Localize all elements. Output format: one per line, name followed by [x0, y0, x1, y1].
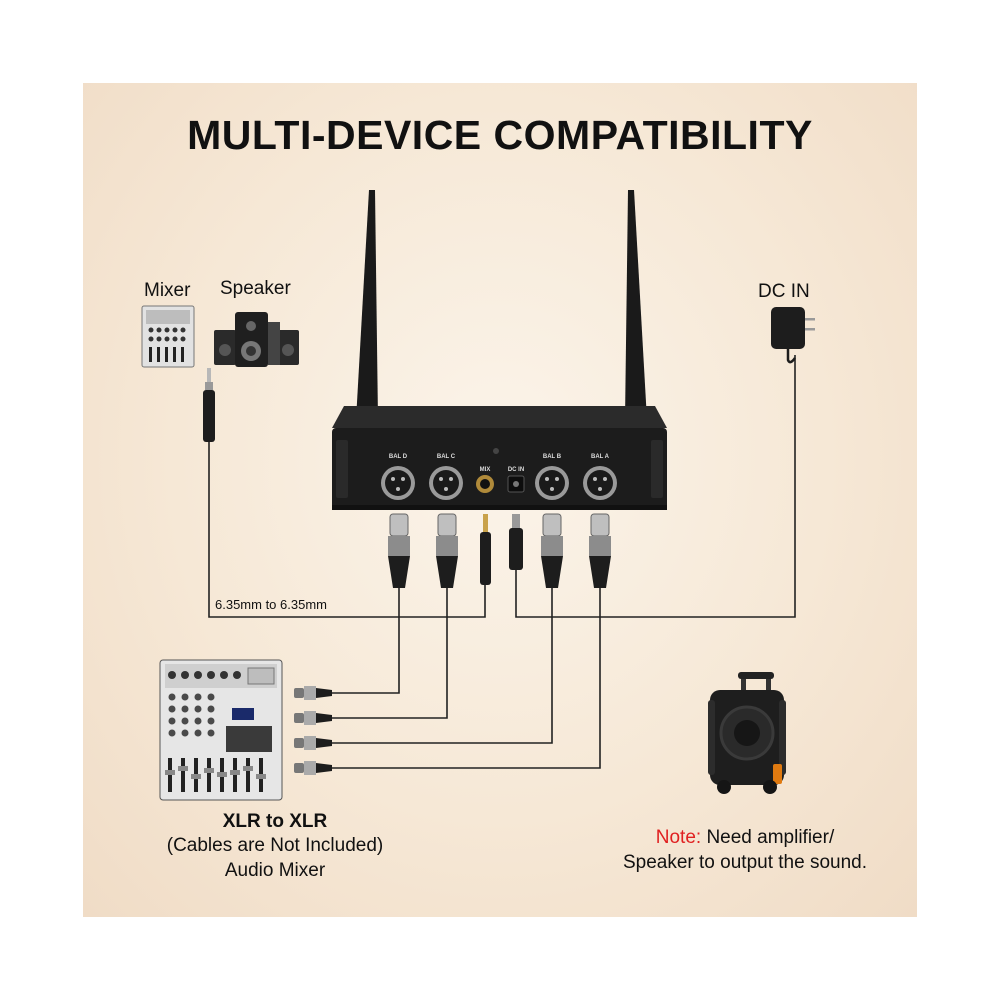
cable-label: 6.35mm to 6.35mm: [215, 597, 327, 612]
amplifier-note: Note: Need amplifier/ Speaker to output …: [585, 825, 905, 875]
port-bal-c: [429, 466, 463, 500]
xlr-plug-mixer-3: [294, 736, 332, 750]
note-line1: Need amplifier/: [701, 827, 835, 848]
cables-not-included-label: (Cables are Not Included): [166, 835, 384, 856]
power-adapter: [771, 307, 815, 364]
cable-wires: [208, 355, 796, 769]
xlr-plug-b: [541, 513, 563, 588]
port-label: BAL D: [389, 454, 408, 460]
port-dc-in: [507, 475, 525, 493]
antenna-right: [622, 190, 648, 440]
xlr-plug-mixer-1: [294, 686, 332, 700]
port-label: MIX: [480, 467, 491, 473]
port-mix: [476, 475, 494, 493]
jack-plug-mixer: [203, 368, 215, 442]
xlr-plug-d: [388, 513, 410, 588]
mixer-thumbnail: [141, 305, 195, 368]
note-key: Note:: [655, 827, 702, 848]
wireless-receiver: [332, 406, 667, 510]
audio-mixer: [159, 659, 283, 801]
xlr-plug-mixer-2: [294, 711, 332, 725]
port-label: BAL A: [591, 454, 610, 460]
dc-plug: [509, 514, 523, 570]
xlr-plug-c: [436, 513, 458, 588]
port-label: DC IN: [508, 467, 524, 473]
xlr-plug-a: [589, 513, 611, 588]
port-bal-a: [583, 466, 617, 500]
page-title: MULTI-DEVICE COMPATIBILITY: [187, 112, 813, 158]
dc-in-label: DC IN: [758, 281, 810, 302]
port-bal-d: [381, 466, 415, 500]
antenna-left: [353, 190, 379, 440]
note-line2: Speaker to output the sound.: [622, 852, 867, 873]
jack-plug-635mm: [480, 514, 491, 585]
xlr-to-xlr-label: XLR to XLR: [222, 811, 328, 832]
port-label: BAL B: [543, 454, 562, 460]
port-label: BAL C: [437, 454, 456, 460]
speaker-set: [214, 312, 299, 367]
speaker-label: Speaker: [220, 278, 291, 299]
portable-speaker: [708, 672, 786, 794]
mixer-label: Mixer: [144, 280, 191, 301]
audio-mixer-label: Audio Mixer: [224, 860, 326, 881]
xlr-plug-mixer-4: [294, 761, 332, 775]
port-bal-b: [535, 466, 569, 500]
